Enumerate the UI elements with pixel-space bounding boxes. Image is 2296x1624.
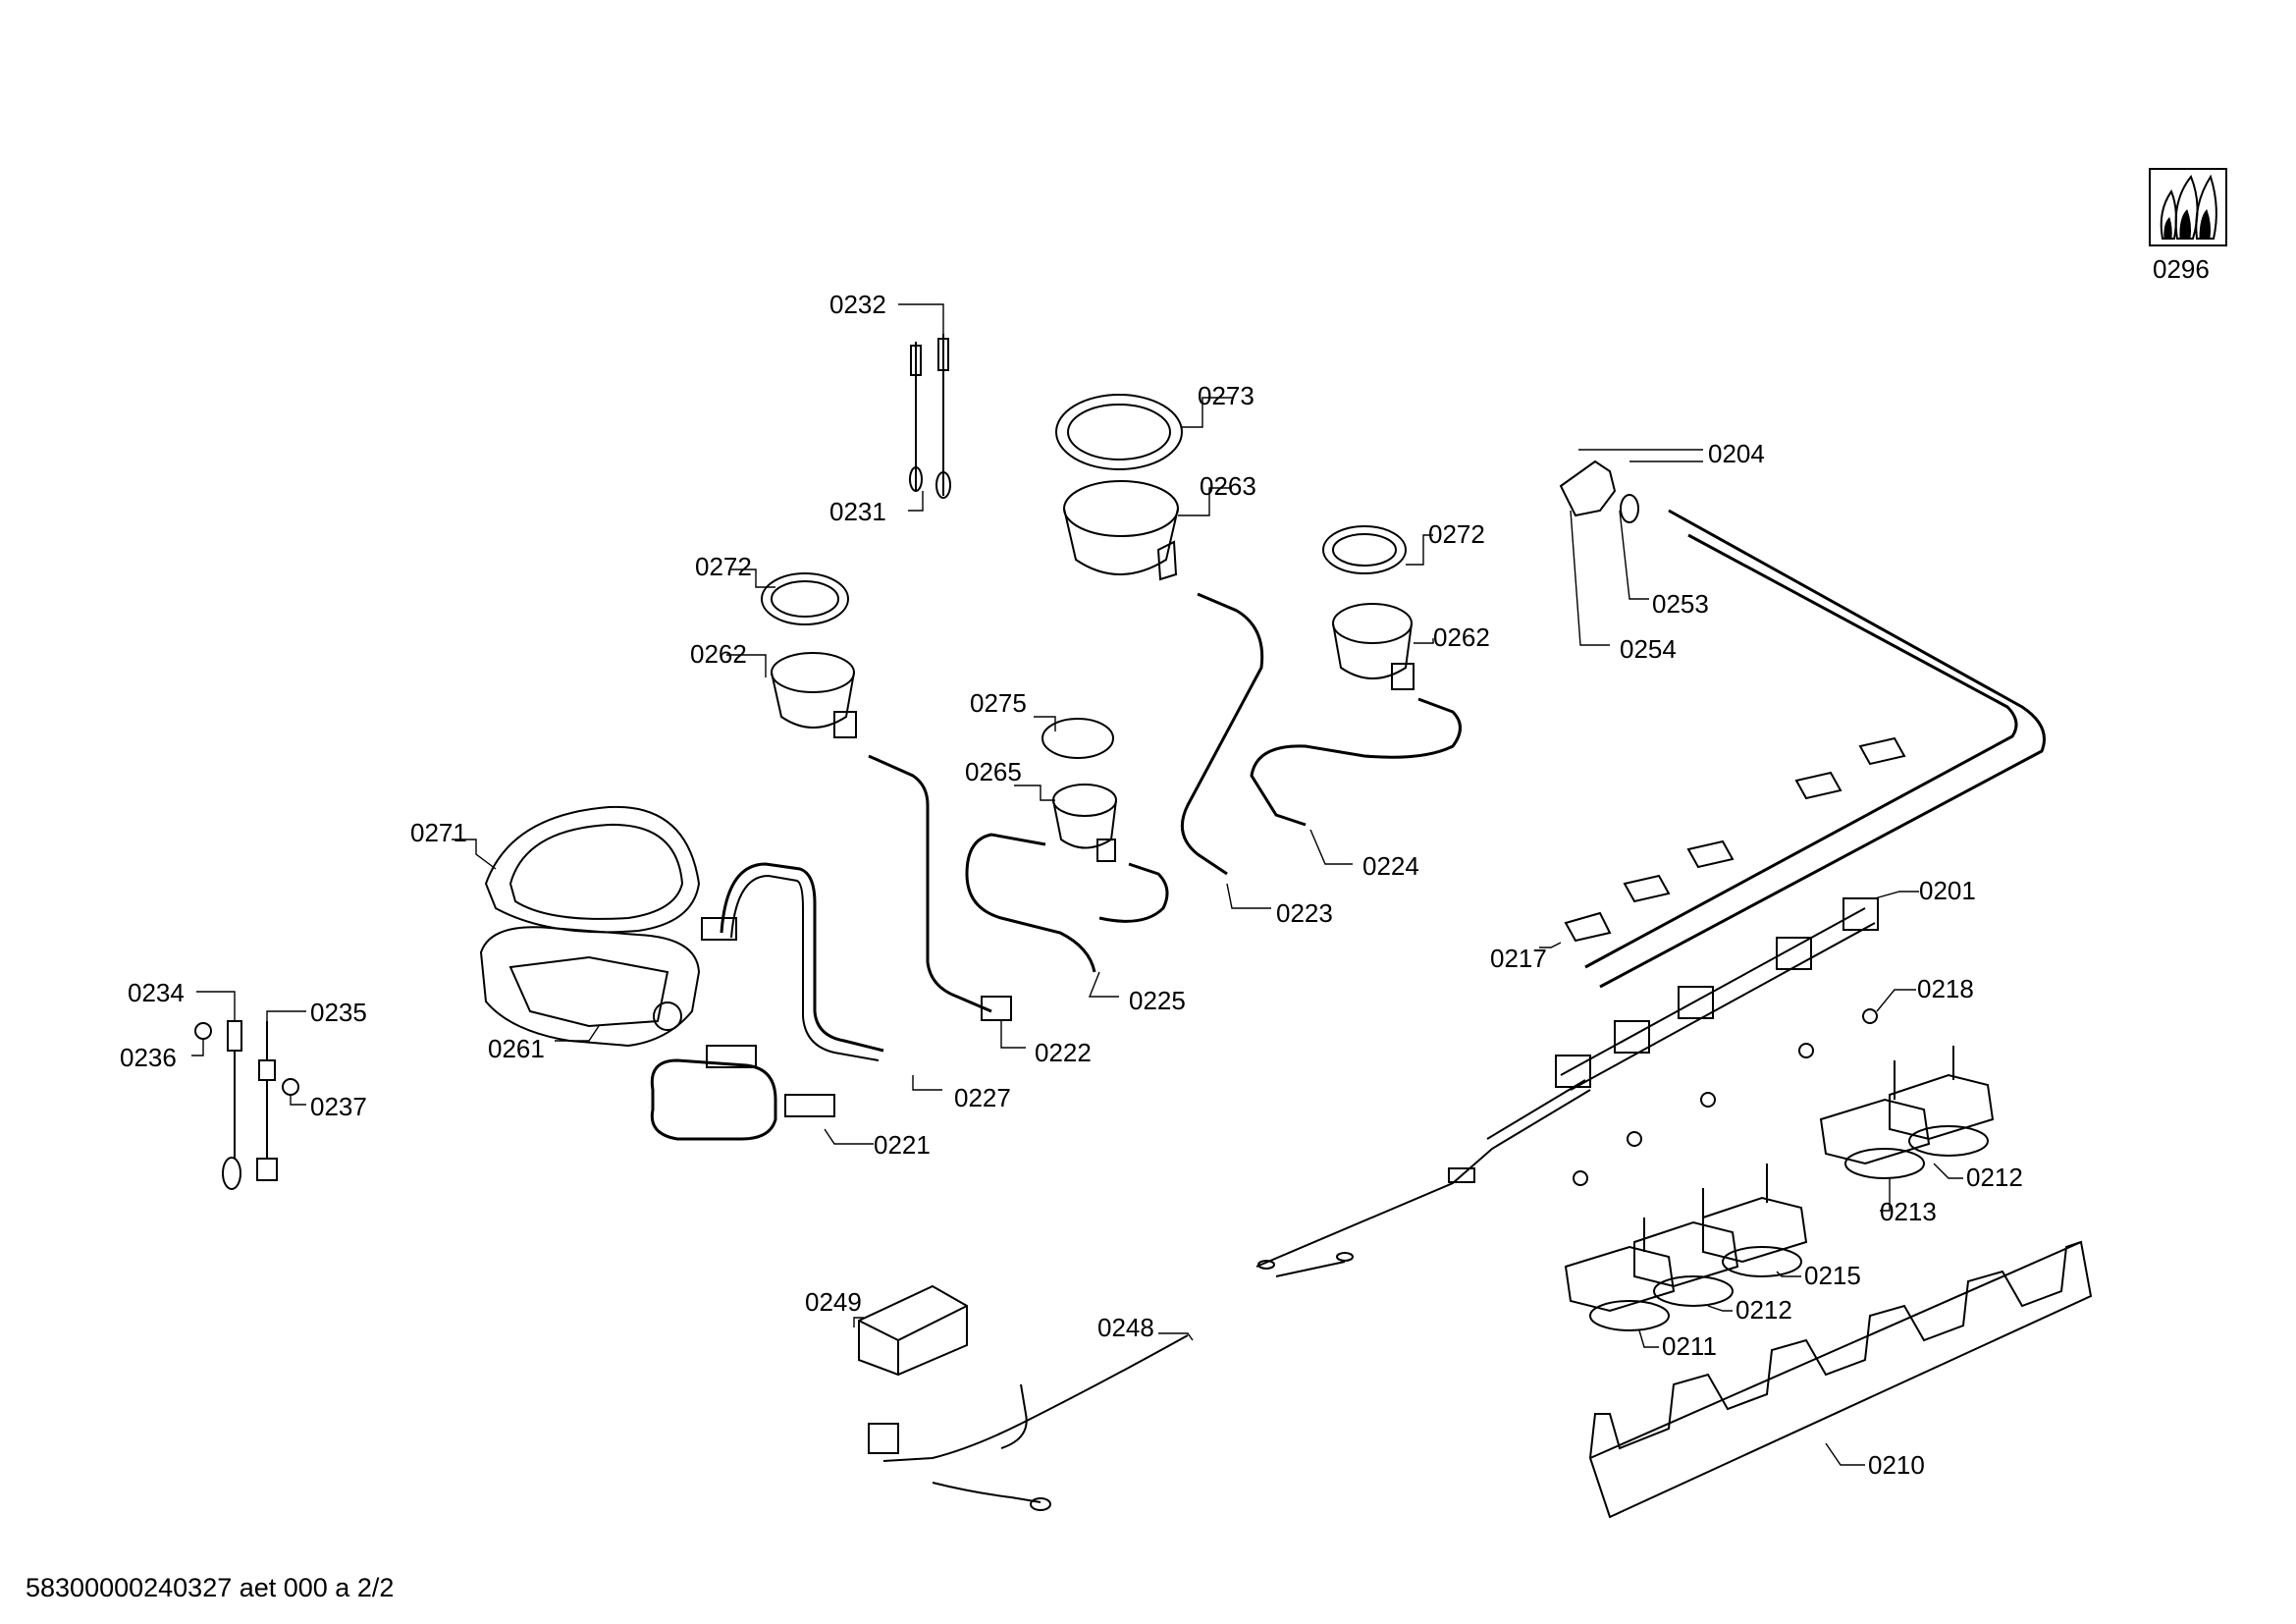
gas-flame-icon [2149, 168, 2227, 246]
callout-0222[interactable]: 0222 [1035, 1038, 1092, 1067]
callout-0235[interactable]: 0235 [310, 998, 367, 1027]
callout-0218[interactable]: 0218 [1917, 974, 1974, 1003]
ignition-module [853, 1284, 968, 1377]
callout-0234[interactable]: 0234 [128, 978, 185, 1007]
callout-0272-right[interactable]: 0272 [1428, 519, 1485, 549]
callout-0296[interactable]: 0296 [2153, 254, 2210, 284]
main-gas-rail [1559, 449, 2046, 989]
callout-0212-bottom[interactable]: 0212 [1735, 1295, 1792, 1325]
callout-0225[interactable]: 0225 [1129, 986, 1186, 1015]
document-reference: 58300000240327 aet 000 a 2/2 [26, 1573, 395, 1602]
ignition-electrodes [898, 303, 951, 512]
callout-0249[interactable]: 0249 [805, 1287, 862, 1317]
callout-0217[interactable]: 0217 [1490, 944, 1547, 973]
callout-0231[interactable]: 0231 [829, 497, 886, 526]
callout-0215[interactable]: 0215 [1804, 1261, 1861, 1290]
callout-0211[interactable]: 0211 [1662, 1331, 1717, 1361]
callout-0253[interactable]: 0253 [1652, 589, 1709, 619]
callout-0262-left[interactable]: 0262 [690, 639, 747, 669]
callout-0248[interactable]: 0248 [1097, 1313, 1154, 1342]
callout-0210[interactable]: 0210 [1868, 1450, 1925, 1480]
callout-0227[interactable]: 0227 [954, 1083, 1011, 1112]
callout-0275[interactable]: 0275 [970, 688, 1027, 718]
callout-0212-top[interactable]: 0212 [1966, 1163, 2023, 1192]
burner-cup-small [1014, 716, 1117, 862]
gas-taps [1564, 1046, 1995, 1348]
wiring-harness [868, 1079, 1591, 1511]
callout-0273[interactable]: 0273 [1198, 381, 1255, 410]
callout-0224[interactable]: 0224 [1362, 851, 1419, 881]
callout-0213[interactable]: 0213 [1880, 1197, 1937, 1226]
callout-0204[interactable]: 0204 [1708, 439, 1765, 468]
callout-0201[interactable]: 0201 [1919, 876, 1976, 905]
burner-cup-right [1322, 525, 1434, 690]
callout-0263[interactable]: 0263 [1200, 471, 1256, 501]
small-electrodes [191, 991, 306, 1190]
burner-cup-large [1055, 394, 1232, 581]
callout-0221[interactable]: 0221 [874, 1130, 931, 1160]
callout-0272-left[interactable]: 0272 [695, 552, 752, 581]
gas-pipes [650, 592, 1462, 1145]
callout-0254[interactable]: 0254 [1620, 634, 1677, 664]
tap-bracket [1588, 1240, 2093, 1519]
callout-0261[interactable]: 0261 [488, 1034, 545, 1063]
callout-0265[interactable]: 0265 [965, 757, 1022, 786]
wok-burner-base [452, 805, 701, 1048]
callout-0237[interactable]: 0237 [310, 1092, 367, 1121]
callout-0223[interactable]: 0223 [1276, 898, 1333, 928]
valve-rail [1539, 736, 1919, 1091]
washers [1573, 989, 1916, 1186]
burner-cup-left [726, 568, 857, 738]
callout-0262-right[interactable]: 0262 [1433, 623, 1490, 652]
callout-0271[interactable]: 0271 [410, 818, 467, 847]
callout-0232[interactable]: 0232 [829, 290, 886, 319]
callout-0236[interactable]: 0236 [120, 1043, 177, 1072]
